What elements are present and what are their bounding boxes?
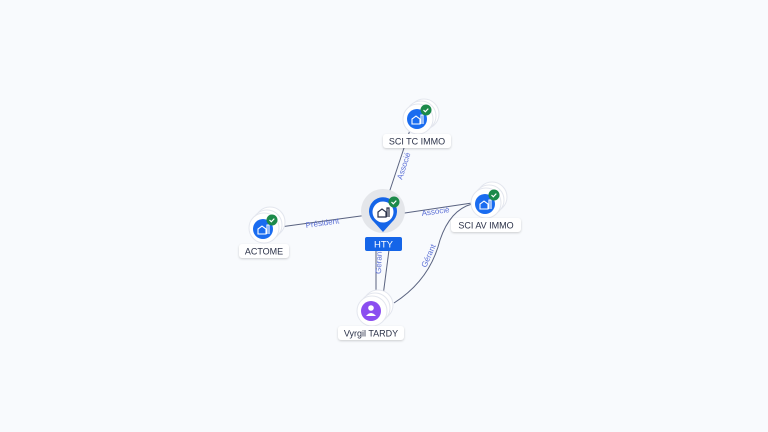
verified-check-icon [488,189,500,201]
edge-hty-actome[interactable] [279,214,369,228]
edge-hty-sci-av-immo[interactable] [397,202,473,215]
verified-check-icon [266,214,278,226]
center-node-label: HTY [374,240,394,251]
edge-vyrgil-sci-av-immo[interactable] [393,203,473,304]
node-label: Vyrgil TARDY [344,329,398,339]
building-icon [377,207,390,218]
node-actome[interactable]: ACTOME [239,206,289,258]
node-label: SCI AV IMMO [458,221,513,231]
edge-label-president: Président [305,216,340,230]
node-sci-av-immo[interactable]: SCI AV IMMO [451,181,521,232]
node-label: ACTOME [245,247,283,257]
edge-vyrgil-hty-2[interactable] [382,249,390,297]
node-label: SCI TC IMMO [389,137,445,147]
edge-label-gerant-hty: Gérant [374,249,384,275]
person-icon [361,301,381,321]
verified-check-icon [388,196,400,208]
edge-label-associe-av: Associé [421,205,451,218]
verified-check-icon [420,104,432,116]
node-vyrgil-tardy[interactable]: Vyrgil TARDY [338,289,404,340]
node-sci-tc-immo[interactable]: SCI TC IMMO [383,98,451,148]
node-hty-center[interactable]: HTY [361,189,405,251]
